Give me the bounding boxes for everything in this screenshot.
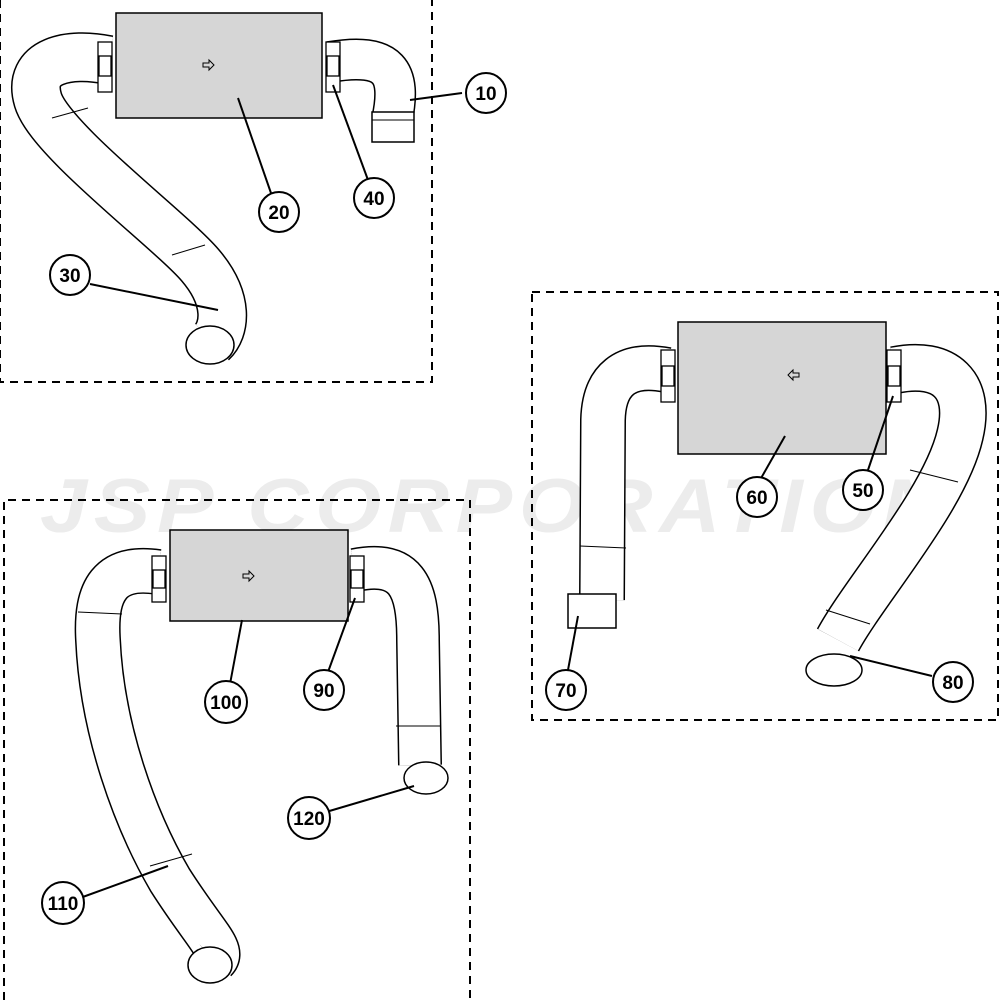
flow-arrow-icon <box>202 58 215 72</box>
callout-label: 50 <box>852 481 873 502</box>
muffler-part-60 <box>677 321 887 455</box>
callout-70: 70 <box>545 669 587 711</box>
callout-10: 10 <box>465 72 507 114</box>
callout-label: 30 <box>59 266 80 287</box>
callout-120: 120 <box>287 796 331 840</box>
assembly-bottom-left: 100 90 120 110 <box>3 499 471 1000</box>
callout-60: 60 <box>736 476 778 518</box>
clamp-left <box>660 349 676 403</box>
callout-label: 120 <box>293 809 325 830</box>
clamp-part-90 <box>349 555 365 603</box>
callout-label: 90 <box>313 681 334 702</box>
callout-80: 80 <box>932 661 974 703</box>
clamp-part-50 <box>886 349 902 403</box>
callout-label: 40 <box>363 189 384 210</box>
callout-label: 70 <box>555 681 576 702</box>
callout-90: 90 <box>303 669 345 711</box>
callout-label: 20 <box>268 203 289 224</box>
assembly-frame <box>531 291 999 721</box>
callout-label: 80 <box>942 673 963 694</box>
callout-label: 110 <box>48 894 79 915</box>
callout-40: 40 <box>353 177 395 219</box>
callout-30: 30 <box>49 254 91 296</box>
muffler-part-20 <box>115 12 323 119</box>
assembly-top-left: 10 20 40 30 <box>0 0 507 383</box>
pipe-part-110 <box>74 547 241 984</box>
assembly-frame <box>3 499 471 1000</box>
callout-20: 20 <box>258 191 300 233</box>
callout-100: 100 <box>204 680 248 724</box>
clamp-part-40 <box>325 41 341 93</box>
callout-110: 110 <box>41 881 85 925</box>
clamp-left <box>97 41 113 93</box>
callout-label: 100 <box>210 693 242 714</box>
flow-arrow-icon <box>242 569 255 583</box>
callout-50: 50 <box>842 469 884 511</box>
callout-label: 60 <box>746 488 767 509</box>
pipe-part-10 <box>326 38 417 143</box>
clamp-left <box>151 555 167 603</box>
pipe-part-80 <box>805 343 987 687</box>
assembly-right: 60 50 70 80 <box>531 291 999 721</box>
pipe-part-120 <box>350 545 449 795</box>
pipe-part-70 <box>567 345 672 629</box>
muffler-part-100 <box>169 529 349 622</box>
flow-arrow-icon <box>787 368 800 382</box>
pipe-part-30 <box>11 32 248 365</box>
callout-label: 10 <box>475 84 496 105</box>
